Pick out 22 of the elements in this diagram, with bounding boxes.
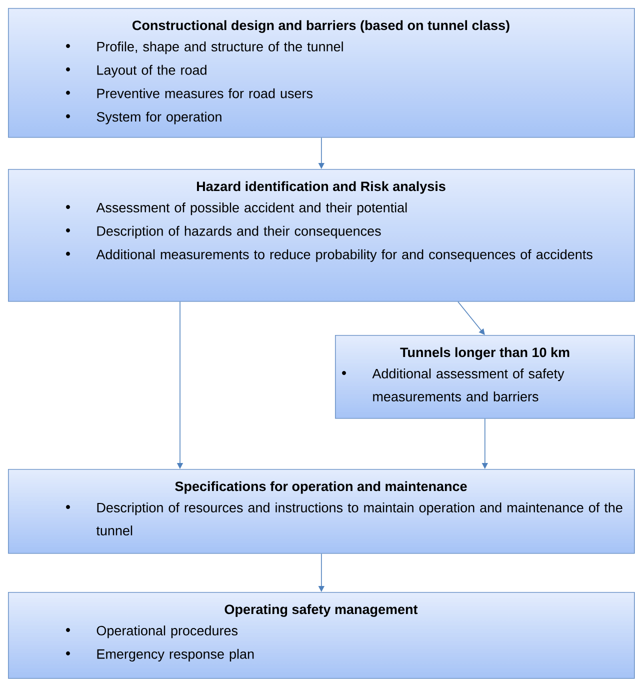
bullet-item: Profile, shape and structure of the tunnel [97, 42, 343, 54]
bullet-item: Preventive measures for road users [97, 88, 313, 98]
box-heading: Operating safety management [224, 604, 418, 617]
bullet-item: Emergency response plan [97, 648, 254, 662]
process-box [8, 469, 635, 554]
box-heading: Specifications for operation and maintenance [175, 481, 467, 494]
process-box [335, 335, 635, 419]
bullet-item: Operational procedures [96, 626, 238, 638]
process-box [8, 8, 635, 138]
bullet-item: Assessment of possible accident and their potential [96, 202, 407, 216]
bullet-item: System for operation [96, 112, 222, 124]
box-heading: Constructional design and barriers (based on tunnel class) [132, 20, 510, 33]
bullet-item: Description of hazards and their consequences [97, 226, 381, 238]
arrow [458, 301, 485, 335]
box-heading: Tunnels longer than 10 km [400, 347, 570, 360]
process-box [8, 592, 635, 679]
bullet-item: Additional assessment of safety measurements and barriers [372, 368, 564, 402]
box-heading: Hazard identification and Risk analysis [197, 181, 446, 194]
bullet-item: Layout of the road [97, 64, 206, 78]
process-box [8, 169, 635, 302]
bullet-item: Additional measurements to reduce probability for and consequences of accidents [96, 249, 592, 262]
bullet-item: Description of resources and instructions to maintain operation and maintenance of the tunnel [96, 502, 622, 536]
